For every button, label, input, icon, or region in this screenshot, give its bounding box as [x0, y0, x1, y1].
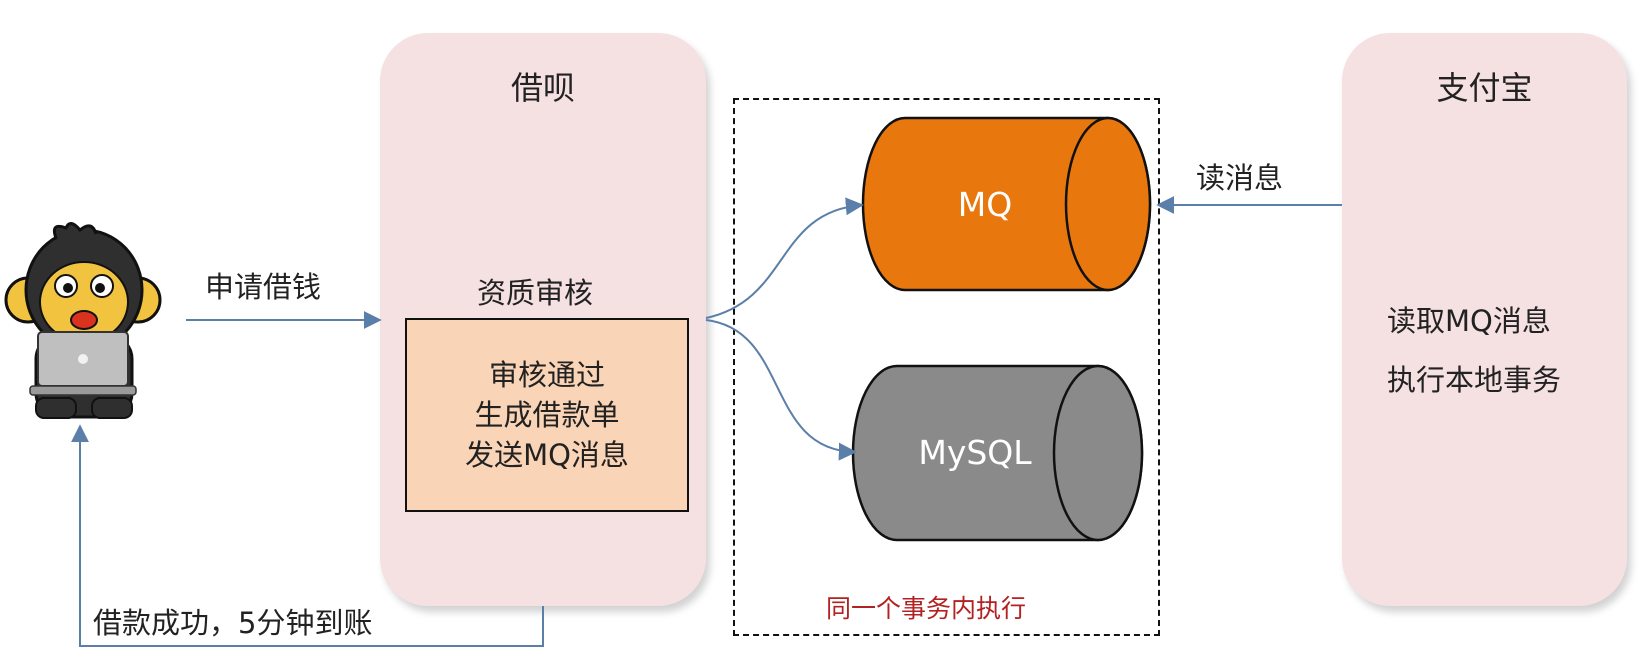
- alipay-title: 支付宝: [1436, 69, 1533, 107]
- loan-success-label: 借款成功，5分钟到账: [93, 606, 373, 640]
- result-arrow: [71, 424, 544, 647]
- review-line-1: 审核通过: [488, 358, 605, 392]
- alipay-line-2: 执行本地事务: [1387, 363, 1562, 397]
- review-line-2: 生成借款单: [474, 398, 620, 432]
- jiebei-title: 借呗: [510, 69, 575, 107]
- review-result-box: 审核通过 生成借款单 发送MQ消息: [405, 318, 689, 512]
- transaction-boundary: [733, 98, 1160, 636]
- mysql-cylinder: MySQL: [851, 364, 1144, 542]
- alipay-panel: 支付宝: [1342, 33, 1627, 606]
- mysql-label: MySQL: [918, 433, 1032, 472]
- to-mysql-arrow: [705, 319, 857, 461]
- mq-label: MQ: [958, 185, 1012, 224]
- to-mq-arrow: [705, 197, 864, 319]
- qualification-review-label: 资质审核: [477, 276, 594, 310]
- review-line-3: 发送MQ消息: [465, 438, 629, 472]
- read-message-label: 读消息: [1196, 161, 1284, 195]
- mq-cylinder: MQ: [861, 116, 1152, 292]
- apply-loan-label: 申请借钱: [205, 270, 322, 304]
- alipay-line-1: 读取MQ消息: [1387, 304, 1551, 338]
- monkey-with-laptop-icon: [4, 222, 162, 419]
- same-transaction-label: 同一个事务内执行: [826, 594, 1027, 623]
